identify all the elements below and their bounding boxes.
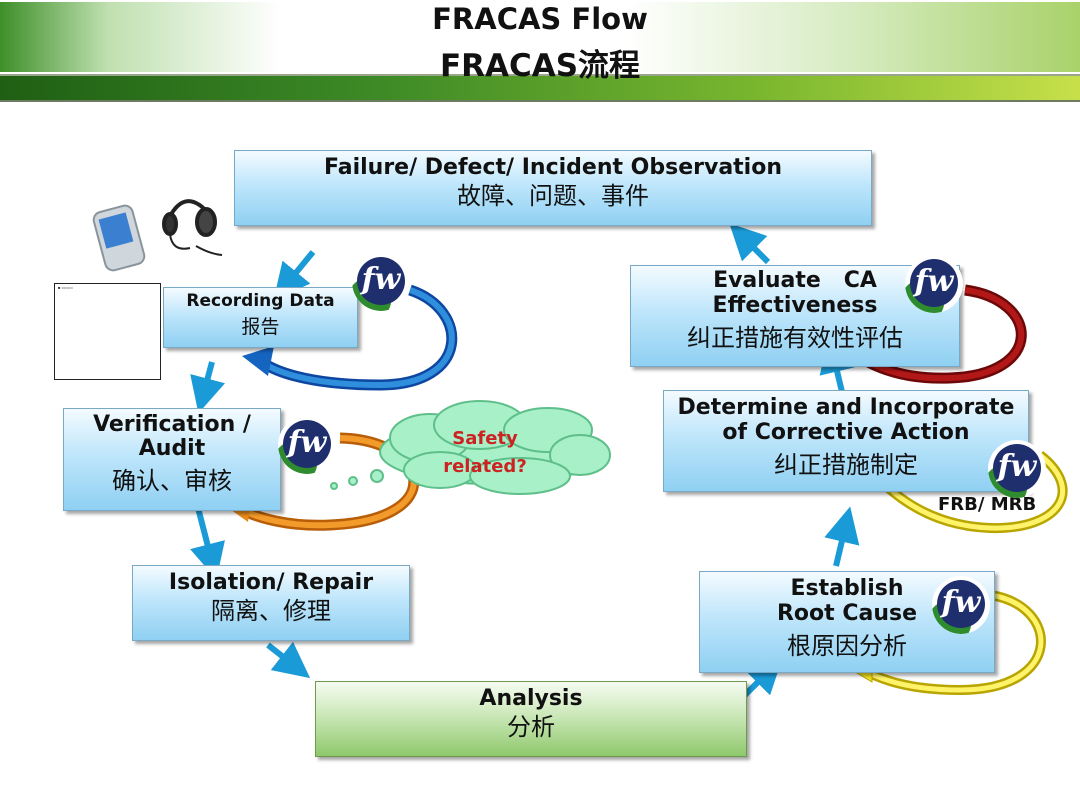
fw-logo-icon: fw [352,253,410,311]
loop-arrow-recording [242,284,458,391]
headset-icon [162,199,223,256]
title-line1: FRACAS Flow [432,2,648,36]
corrective-cn: 纠正措施制定 [774,451,918,479]
root-cause-en: Establish Root Cause [776,576,917,626]
evaluate-box: Evaluate CA Effectiveness 纠正措施有效性评估 [630,265,960,367]
isolation-en: Isolation/ Repair [168,570,374,595]
cloud-line1: Safety [452,428,518,449]
recording-en: Recording Data [186,291,335,311]
document-thumbnail: ■ ▭▭▭ [54,283,161,380]
title-band [0,2,1080,72]
phone-icon [92,204,146,272]
root-cause-cn: 根原因分析 [787,632,907,660]
title-bar: FRACAS Flow FRACAS流程 [0,0,1080,102]
safety-cloud-text: Safety related? [420,425,550,481]
observation-en: Failure/ Defect/ Incident Observation [324,155,782,180]
corrective-action-box: Determine and Incorporate of Corrective … [663,390,1029,492]
frb-mrb-label: FRB/ MRB [938,494,1037,515]
evaluate-en: Evaluate CA Effectiveness [712,268,878,318]
verification-en: Verification / Audit [93,412,251,461]
flow-arrow-evaluate-to-observation [729,223,771,265]
recording-box: Recording Data 报告 [163,287,358,348]
fw-logo-icon: fw [932,576,990,634]
flow-arrow-analysis-to-rootcause [742,657,783,698]
title-stripe [0,74,1080,102]
verification-box: Verification / Audit 确认、审核 [63,408,281,511]
fw-logo-icon: fw [278,416,336,474]
flow-arrow-rootcause-to-corrective [824,506,860,567]
title-line2: FRACAS流程 [439,48,641,84]
fw-logo-icon: fw [905,255,963,313]
cloud-line2: related? [443,456,527,477]
isolation-box: Isolation/ Repair 隔离、修理 [132,565,410,641]
flow-arrow-isolation-to-analysis [266,641,311,679]
observation-cn: 故障、问题、事件 [457,182,649,210]
analysis-cn: 分析 [507,713,555,741]
evaluate-cn: 纠正措施有效性评估 [687,324,903,352]
recording-cn: 报告 [241,316,280,338]
flow-arrow-recording-to-verification [190,361,226,414]
observation-box: Failure/ Defect/ Incident Observation 故障… [234,150,872,226]
corrective-en: Determine and Incorporate of Corrective … [677,395,1015,445]
verification-cn: 确认、审核 [112,467,232,495]
isolation-cn: 隔离、修理 [211,597,331,625]
fw-logo-icon: fw [988,440,1046,498]
flow-arrow-obs-to-recording [273,250,316,300]
analysis-en: Analysis [479,686,583,711]
analysis-box: Analysis 分析 [315,681,747,757]
safety-cloud [330,400,611,495]
